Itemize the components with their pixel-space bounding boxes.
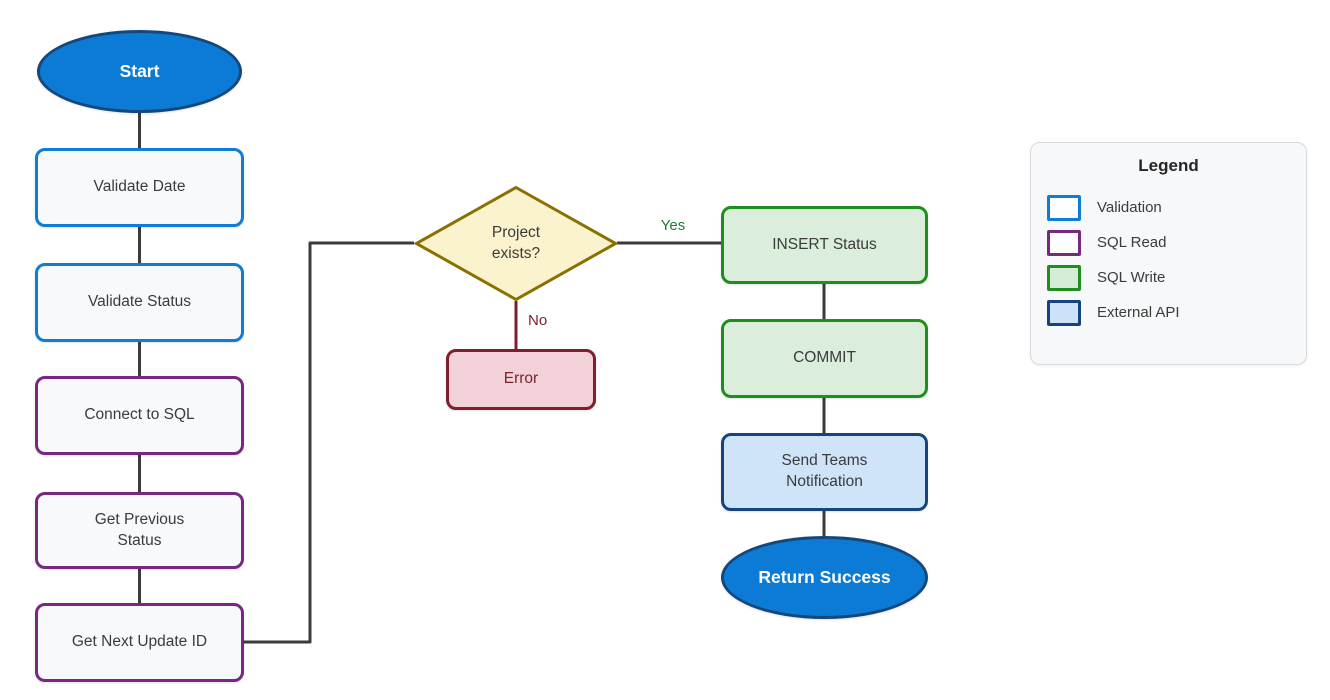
node-decision-label: Project exists? — [491, 223, 541, 262]
node-error: Error — [446, 349, 596, 410]
edge-label-no: No — [528, 312, 548, 329]
node-insert-status-label: INSERT Status — [772, 235, 877, 253]
node-get-next-update-id: Get Next Update ID — [35, 603, 244, 682]
legend-panel: Legend Validation SQL Read SQL Write Ext… — [1030, 142, 1307, 365]
node-validate-status: Validate Status — [35, 263, 244, 342]
legend-swatch-sql-write — [1047, 264, 1081, 291]
node-get-previous-status: Get Previous Status — [35, 492, 244, 569]
connector-get-next-decision — [244, 241, 414, 644]
legend-item-sql-write: SQL Write — [1047, 260, 1290, 295]
edge-label-yes: Yes — [660, 217, 686, 234]
node-return-success-label: Return Success — [758, 566, 891, 587]
node-start-label: Start — [119, 60, 160, 81]
node-return-success: Return Success — [721, 536, 928, 619]
legend-item-sql-read: SQL Read — [1047, 225, 1290, 260]
legend-label-sql-read: SQL Read — [1097, 234, 1167, 251]
legend-label-external-api: External API — [1097, 304, 1180, 321]
legend-item-external-api: External API — [1047, 295, 1290, 330]
node-get-next-update-id-label: Get Next Update ID — [71, 633, 208, 651]
node-decision-project-exists: Project exists? — [413, 185, 619, 302]
legend-item-validation: Validation — [1047, 190, 1290, 225]
node-error-label: Error — [503, 370, 539, 388]
node-validate-status-label: Validate Status — [87, 293, 192, 311]
legend-label-sql-write: SQL Write — [1097, 269, 1166, 286]
legend-swatch-external-api — [1047, 299, 1081, 326]
legend-swatch-sql-read — [1047, 229, 1081, 256]
legend-title: Legend — [1138, 156, 1199, 175]
legend-label-validation: Validation — [1097, 199, 1162, 216]
node-commit-label: COMMIT — [793, 349, 856, 367]
node-commit: COMMIT — [721, 319, 928, 398]
node-validate-date: Validate Date — [35, 148, 244, 227]
node-send-teams-notification: Send Teams Notification — [721, 433, 928, 511]
node-connect-to-sql-label: Connect to SQL — [84, 406, 195, 424]
node-get-previous-status-label: Get Previous Status — [94, 510, 185, 549]
node-send-teams-notification-label: Send Teams Notification — [781, 452, 868, 490]
decision-diamond-shape — [413, 185, 619, 302]
node-insert-status: INSERT Status — [721, 206, 928, 284]
node-validate-date-label: Validate Date — [93, 178, 186, 196]
node-connect-to-sql: Connect to SQL — [35, 376, 244, 455]
legend-swatch-validation — [1047, 194, 1081, 221]
node-start: Start — [37, 30, 242, 113]
